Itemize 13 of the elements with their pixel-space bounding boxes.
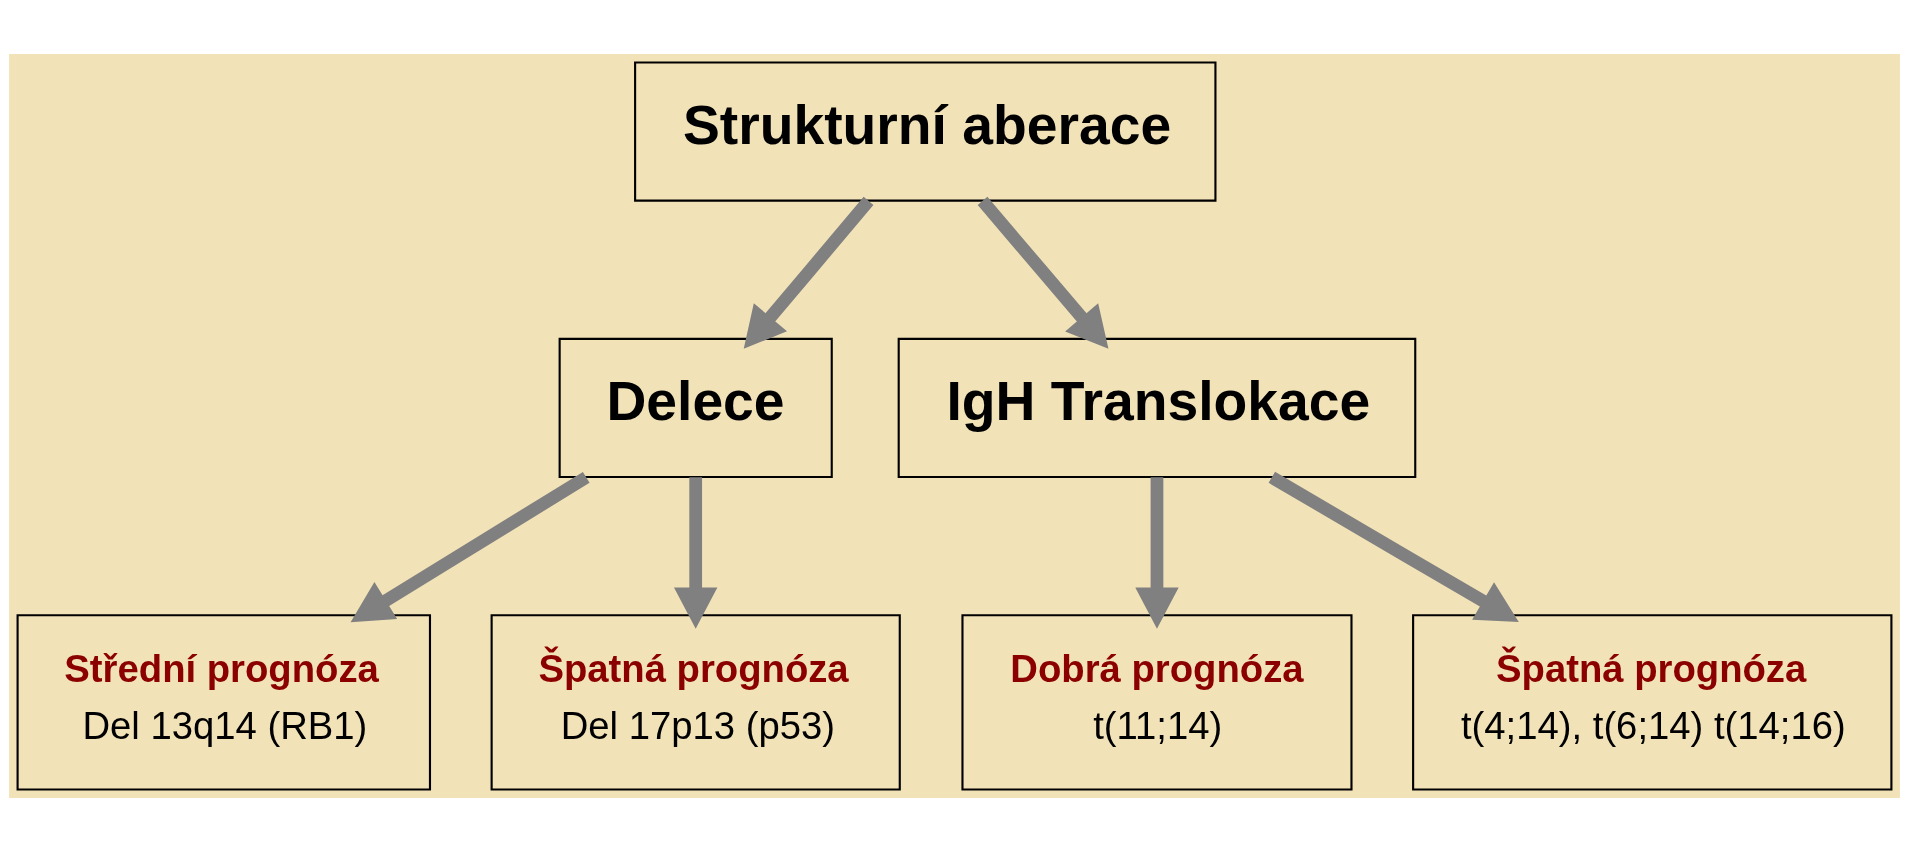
arrow bbox=[1268, 471, 1519, 622]
arrow bbox=[674, 477, 718, 629]
node-box: Střední prognóza Del 13q14 (RB1) bbox=[16, 614, 432, 791]
node-box: Špatná prognóza Del 17p13 (p53) bbox=[490, 614, 901, 791]
node-box: Delece bbox=[558, 337, 833, 479]
arrow bbox=[350, 471, 590, 623]
node-box: Strukturní aberace bbox=[634, 61, 1217, 202]
node-box: Dobrá prognóza t(11;14) bbox=[961, 614, 1353, 791]
node-box: IgH Translokace bbox=[897, 337, 1417, 479]
arrow bbox=[743, 196, 874, 349]
arrow bbox=[977, 196, 1109, 349]
node-box: Špatná prognóza t(4;14), t(6;14) t(14;16) bbox=[1412, 614, 1893, 791]
arrow bbox=[1135, 477, 1179, 629]
